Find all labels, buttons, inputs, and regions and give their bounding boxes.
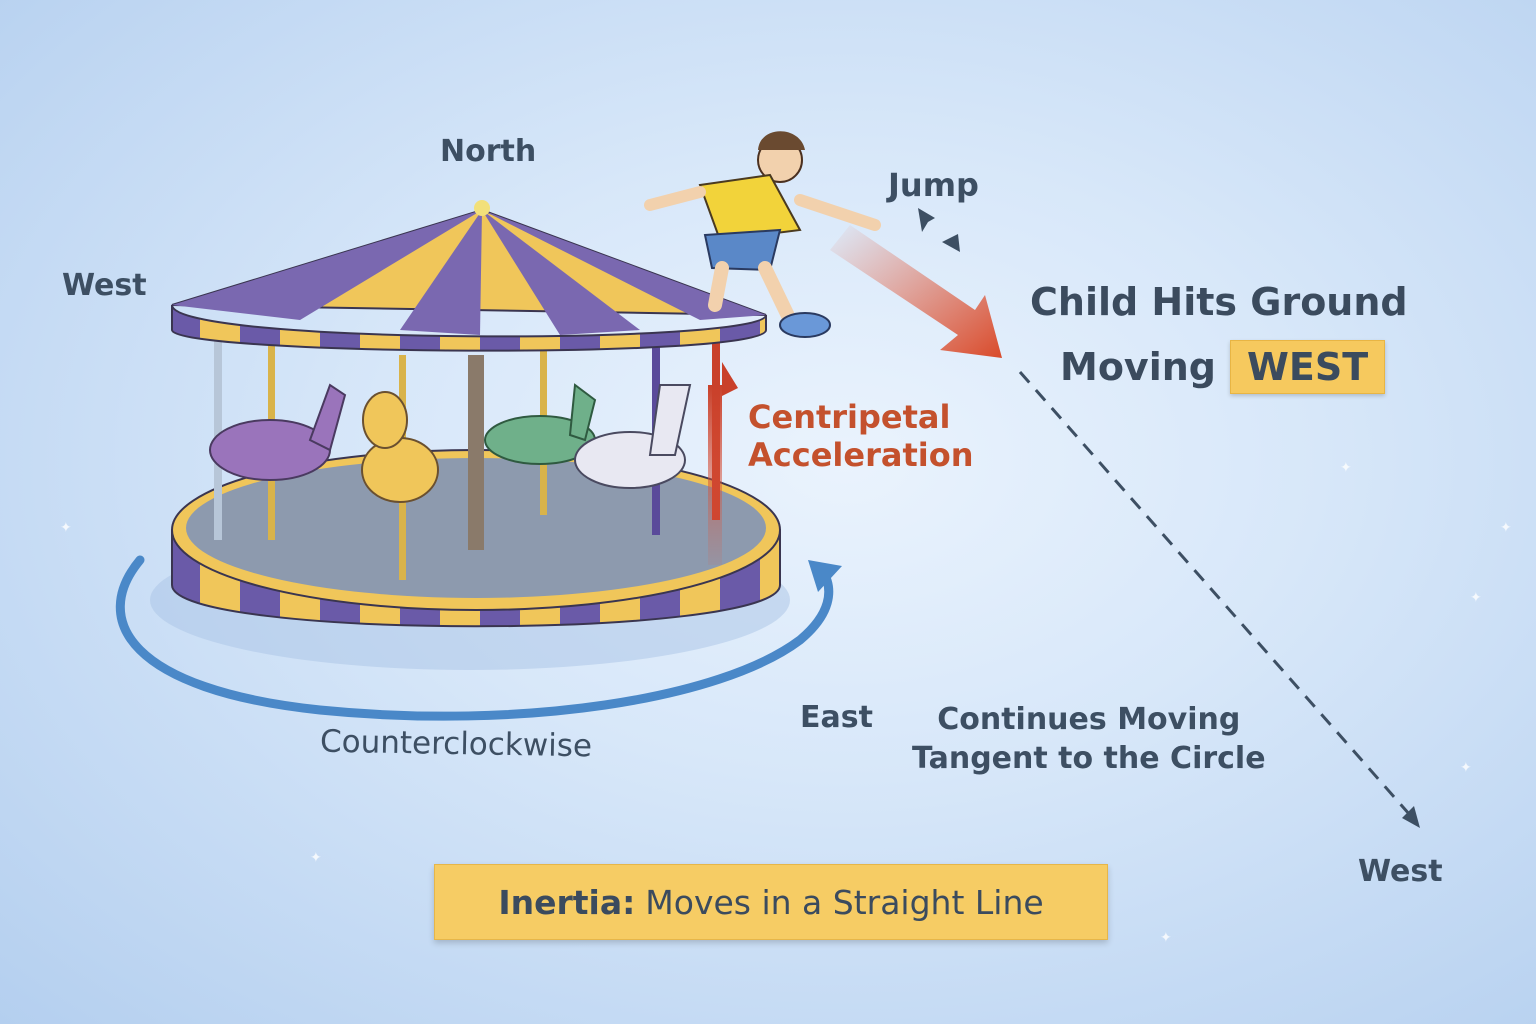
centripetal-arrow-icon: [708, 362, 738, 565]
centripetal-line-2: Acceleration: [748, 436, 974, 475]
jump-label: Jump: [888, 166, 979, 204]
jumping-child-figure: [644, 131, 881, 338]
sparkle-icon: ✦: [60, 520, 72, 536]
result-line-1: Child Hits Ground: [1030, 280, 1408, 324]
result-line-2: Moving WEST: [1060, 340, 1386, 394]
jump-direction-arrow-icon: [830, 225, 1002, 358]
compass-west-label: West: [62, 268, 147, 303]
tangent-line-1: Continues Moving: [937, 702, 1241, 737]
centripetal-acceleration-label: Centripetal Acceleration: [748, 398, 973, 475]
centripetal-line-1: Centripetal: [748, 398, 951, 436]
sparkle-icon: ✦: [1160, 930, 1172, 946]
result-moving-text: Moving: [1060, 345, 1216, 389]
inertia-term: Inertia:: [498, 882, 636, 922]
carousel-horses: [209, 383, 692, 503]
sparkle-icon: ✦: [1460, 760, 1472, 776]
sparkle-icon: ✦: [310, 850, 322, 866]
compass-east-label: East: [800, 700, 873, 735]
counterclockwise-label: Counterclockwise: [319, 723, 593, 765]
sparkle-icon: ✦: [1470, 590, 1482, 606]
compass-north-label: North: [440, 134, 537, 169]
tangent-label: Continues Moving Tangent to the Circle: [912, 700, 1266, 778]
sparkle-icon: ✦: [1340, 460, 1352, 476]
motion-marks-icon: [918, 208, 960, 252]
inertia-caption-box: Inertia: Moves in a Straight Line: [434, 864, 1108, 940]
tangent-path-arrow-icon: [1018, 371, 1420, 828]
compass-west-bottom-label: West: [1358, 854, 1443, 889]
tangent-line-2: Tangent to the Circle: [912, 741, 1266, 776]
west-highlight-badge: WEST: [1229, 340, 1386, 394]
counterclockwise-arrow-icon: [115, 555, 842, 721]
sparkle-icon: ✦: [1500, 520, 1512, 536]
inertia-description: Moves in a Straight Line: [645, 882, 1044, 922]
carousel-roof: [171, 200, 767, 352]
